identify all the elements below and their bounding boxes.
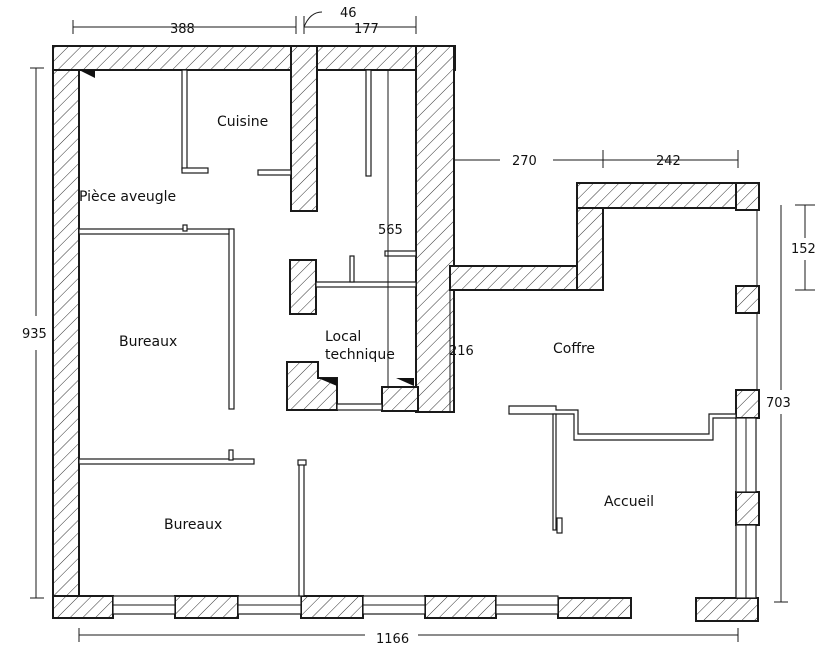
partition-offices-mid: [78, 458, 255, 465]
wall-bottom-4: [424, 595, 497, 619]
dim-top-left: 388: [170, 22, 195, 37]
wall-right-top: [735, 182, 760, 211]
wall-bottom-3: [300, 595, 364, 619]
marker-tech-left: [318, 378, 337, 386]
partition-blind-room: [78, 228, 234, 235]
dim-right-setback: 270: [512, 154, 537, 169]
dim-right-height-small: 152: [791, 242, 816, 257]
partition-tech-door: [336, 403, 383, 411]
room-reception: Accueil: [604, 494, 654, 510]
wall-step-horizontal: [449, 265, 601, 291]
dim-right-top: 242: [656, 154, 681, 169]
partition-reception-door: [552, 413, 557, 531]
wall-right-left-block: [415, 45, 455, 413]
partition-kitchen-left: [181, 69, 188, 171]
partition-corridor: [365, 69, 372, 177]
room-offices-upper: Bureaux: [119, 334, 177, 350]
wall-top-left: [52, 45, 292, 71]
partition-offices-right: [228, 228, 235, 410]
wall-right-pillar: [735, 285, 760, 314]
wall-bottom-5: [557, 597, 632, 619]
partition-tech-stub: [349, 255, 355, 283]
wall-right-low: [735, 491, 760, 526]
partition-kitchen-bottom-2: [257, 169, 292, 176]
room-technical-2: technique: [325, 347, 395, 363]
wall-bottom-6: [695, 597, 759, 622]
wall-right-mid: [735, 389, 760, 419]
partition-tech-top: [315, 281, 417, 288]
door-leaf: [556, 517, 563, 534]
wall-kitchen-pillar: [290, 45, 318, 212]
partition-kitchen-bottom: [181, 167, 209, 174]
stub-2: [182, 224, 188, 232]
dim-top-small: 46: [340, 6, 357, 21]
dim-top-right: 177: [354, 22, 379, 37]
room-technical-1: Local: [325, 329, 361, 345]
wall-top-right-block: [576, 182, 760, 209]
room-kitchen: Cuisine: [217, 114, 268, 130]
marker-top-left: [79, 70, 95, 78]
room-offices-lower: Bureaux: [164, 517, 222, 533]
stub-3: [297, 459, 307, 466]
room-blind: Pièce aveugle: [79, 189, 176, 205]
dim-corridor: 565: [378, 223, 403, 238]
dim-opening: 216: [449, 344, 474, 359]
stub-1: [228, 449, 234, 461]
partition-lower-offices-right: [298, 461, 305, 597]
marker-tech-right: [396, 378, 414, 386]
wall-tech-left-block: [289, 259, 317, 315]
room-vault: Coffre: [553, 341, 595, 357]
dim-bottom-width: 1166: [376, 632, 409, 647]
dim-right-height: 703: [766, 396, 791, 411]
wall-bottom-2: [174, 595, 239, 619]
wall-left: [52, 45, 80, 619]
partition-vault: [508, 405, 737, 441]
wall-tech-bottom-right: [381, 386, 419, 412]
partition-corridor-short: [384, 250, 417, 257]
wall-tech-bottom-left: [286, 361, 338, 411]
wall-bottom-1: [52, 595, 114, 619]
dim-left-height: 935: [22, 327, 47, 342]
